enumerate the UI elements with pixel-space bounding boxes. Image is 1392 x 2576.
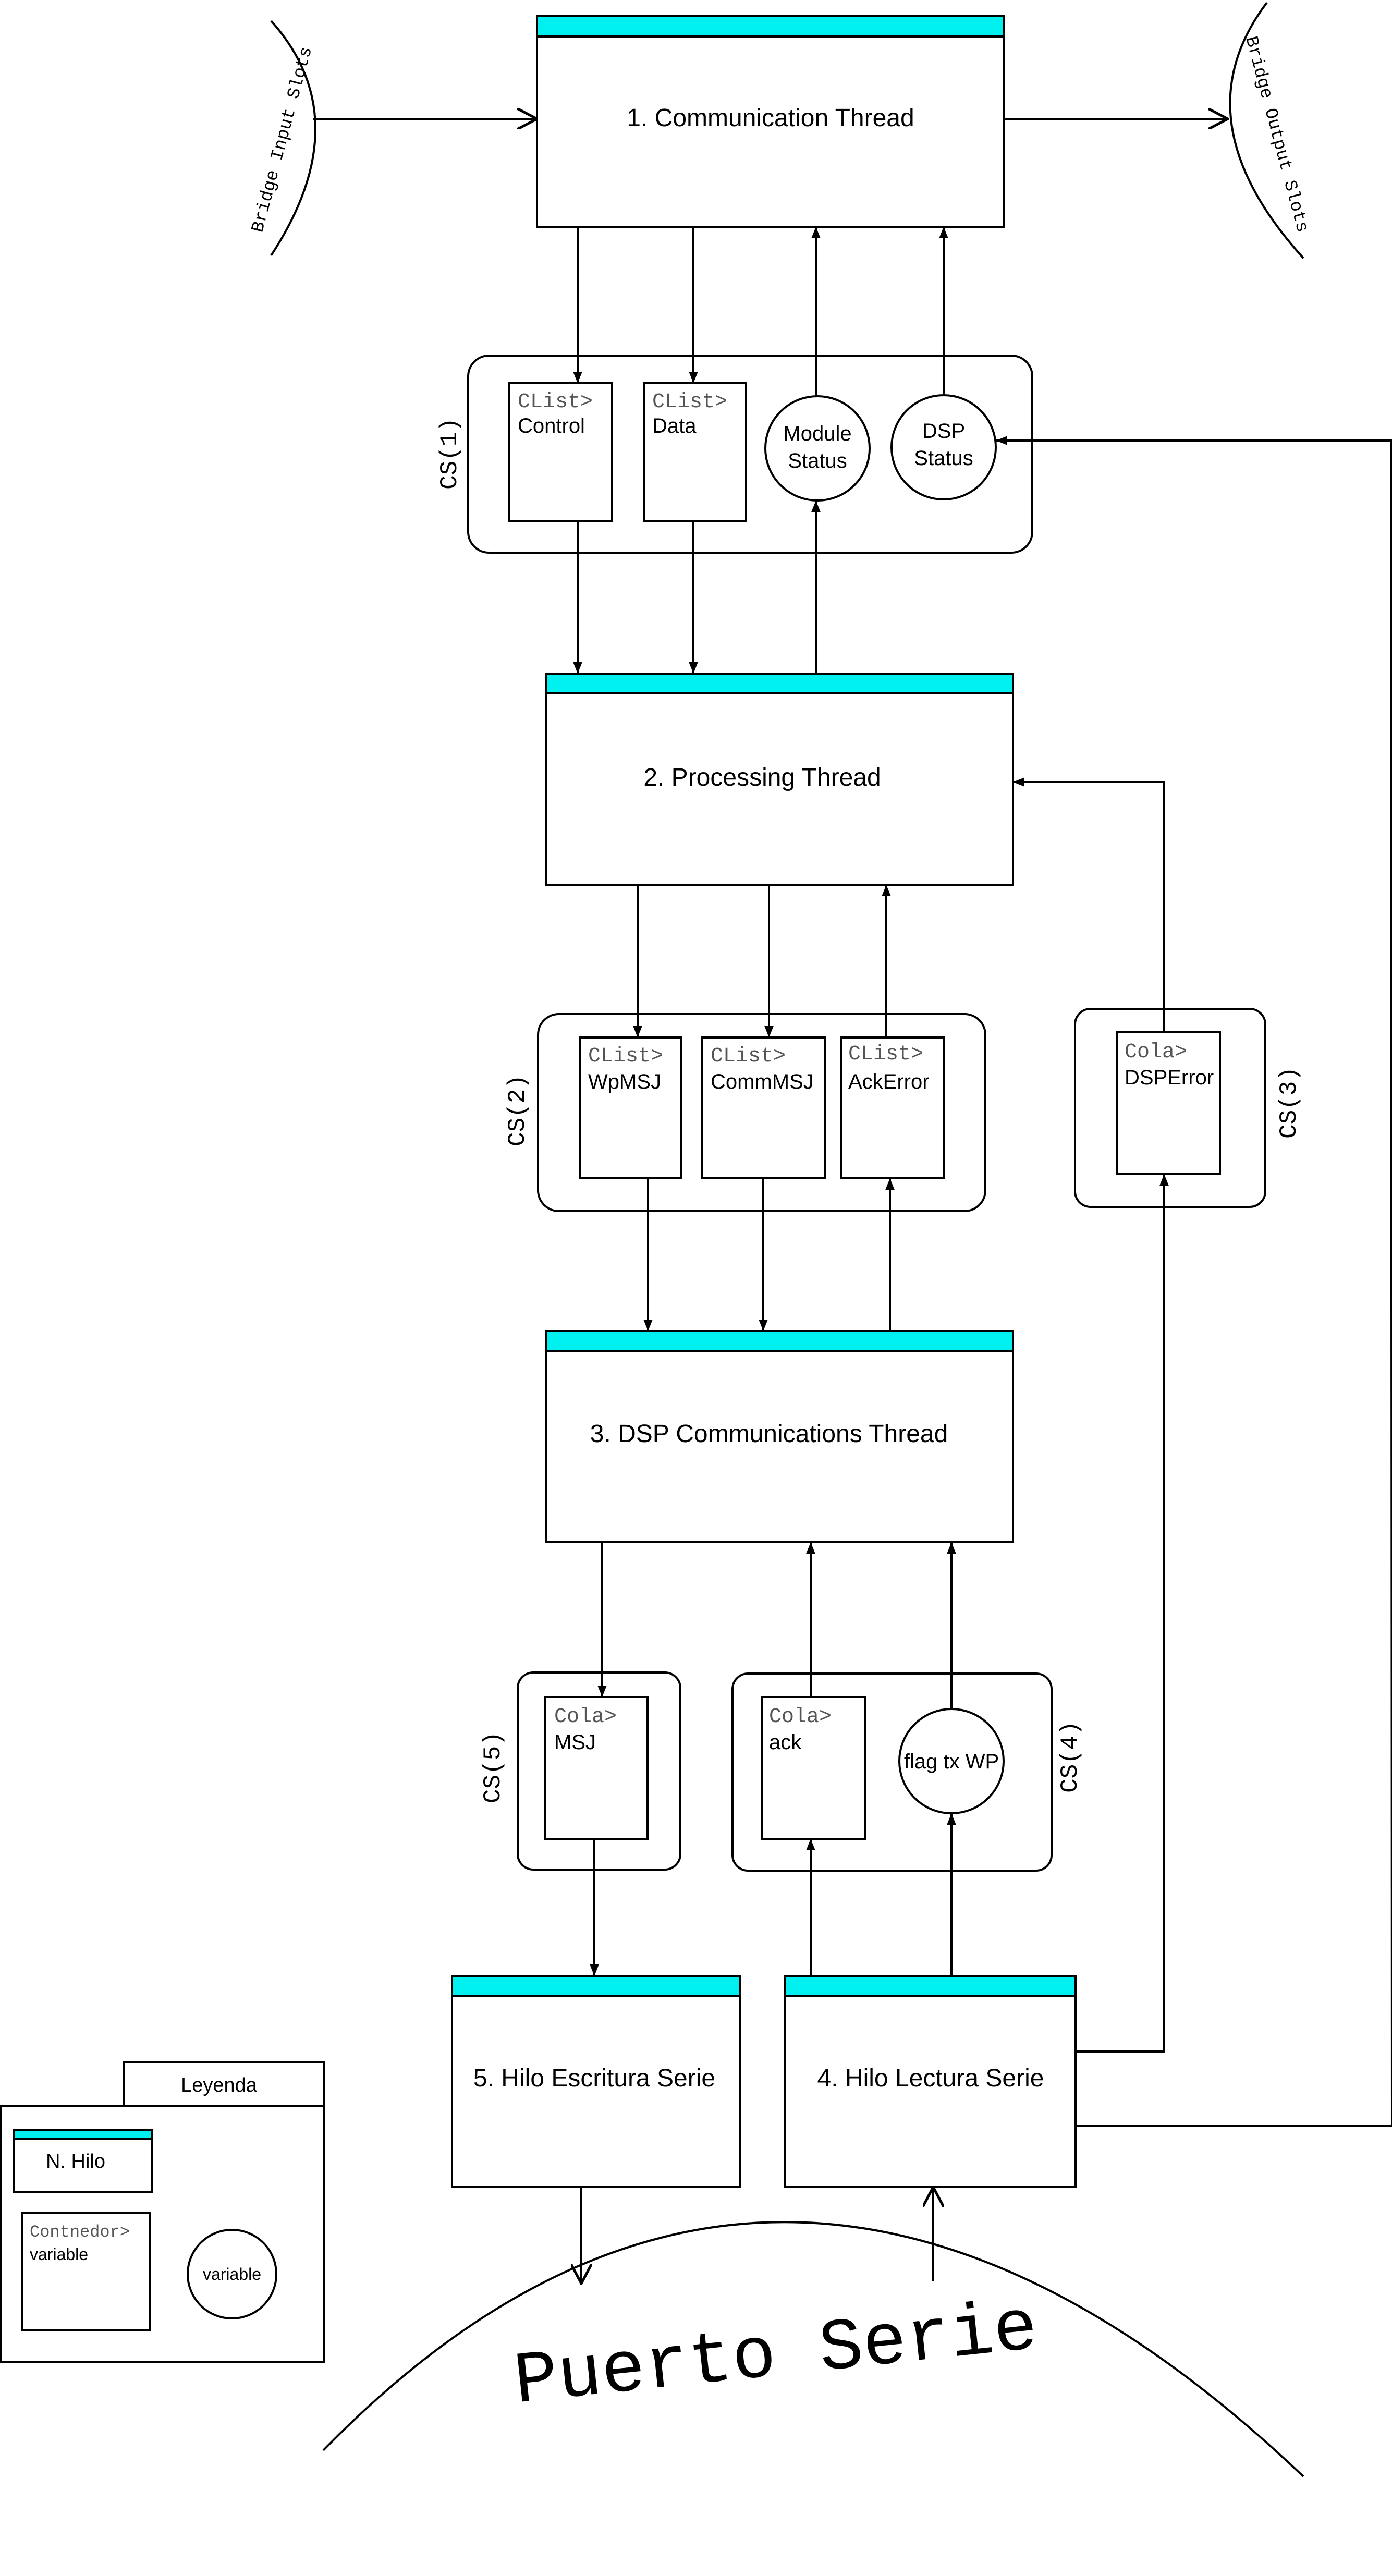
svg-text:Contnedor>: Contnedor>	[30, 2223, 130, 2242]
cs-label: CS(1)	[436, 418, 463, 490]
bridge-input-slots-label: Bridge Input Slots	[248, 45, 317, 235]
thread-title: 2. Processing Thread	[643, 764, 881, 791]
thread-title: 4. Hilo Lectura Serie	[817, 2065, 1044, 2092]
legend-variable: variable	[187, 2229, 277, 2319]
critical-section-5: CS(5) Cola> MSJ	[480, 1671, 681, 1871]
bridge-input-slots-arc	[270, 20, 316, 257]
svg-text:CList>: CList>	[652, 390, 727, 414]
legend-container: Contnedor> variable	[21, 2212, 151, 2331]
container-msj: Cola> MSJ	[544, 1696, 649, 1840]
thread-hilo-lectura-serie: 4. Hilo Lectura Serie	[784, 1975, 1077, 2188]
svg-text:MSJ: MSJ	[554, 1731, 596, 1754]
container-data: CList> Data	[643, 382, 747, 522]
svg-text:Module: Module	[783, 422, 851, 445]
container-commmsj: CList> CommMSJ	[701, 1036, 826, 1179]
arrow-t4-to-dsp-status	[996, 436, 1392, 2127]
serial-port-arc	[322, 2221, 1304, 2477]
critical-section-4: CS(4) Cola> ack flag tx WP	[731, 1672, 1084, 1872]
svg-text:Cola>: Cola>	[1125, 1041, 1187, 1064]
variable-flag-tx-wp: flag tx WP	[898, 1708, 1005, 1814]
svg-text:variable: variable	[30, 2245, 88, 2264]
variable-module-status: Module Status	[764, 395, 871, 502]
container-dsperror: Cola> DSPError	[1116, 1031, 1221, 1175]
bridge-output-slots-label: Bridge Output Slots	[1240, 34, 1312, 235]
cs-label: CS(4)	[1057, 1721, 1084, 1793]
arrow-t4-to-dsperror	[1076, 1174, 1169, 2053]
thread-bar	[547, 1332, 1012, 1351]
thread-title: 5. Hilo Escritura Serie	[473, 2065, 715, 2092]
critical-section-1: CS(1) CList> Control CList> Data Module …	[436, 355, 1033, 554]
variable-dsp-status: DSP Status	[890, 394, 997, 500]
svg-text:Data: Data	[652, 414, 697, 437]
svg-text:DSPError: DSPError	[1125, 1066, 1214, 1089]
arrow-dsperror-to-t2	[1013, 777, 1165, 1032]
thread-bar	[786, 1977, 1074, 1996]
svg-text:Cola>: Cola>	[769, 1705, 832, 1729]
thread-processing: 2. Processing Thread	[545, 673, 1014, 886]
serial-port-label: Puerto Serie	[510, 2287, 1042, 2425]
svg-text:AckError: AckError	[848, 1070, 930, 1093]
svg-text:N. Hilo: N. Hilo	[46, 2151, 105, 2172]
svg-text:CList>: CList>	[518, 390, 593, 414]
critical-section-2: CS(2) CList> WpMSJ CList> CommMSJ CList>…	[504, 1013, 986, 1212]
svg-text:ack: ack	[769, 1731, 802, 1754]
legend-thread: N. Hilo	[13, 2129, 153, 2193]
cs-label: CS(3)	[1276, 1067, 1303, 1139]
thread-title: 1. Communication Thread	[627, 104, 914, 132]
thread-title: 3. DSP Communications Thread	[590, 1420, 948, 1448]
cs-label: CS(2)	[504, 1075, 531, 1146]
svg-text:Control: Control	[518, 414, 585, 437]
thread-dsp-communications: 3. DSP Communications Thread	[545, 1330, 1014, 1543]
thread-bar	[538, 17, 1003, 36]
critical-section-3: CS(3) Cola> DSPError	[1074, 1008, 1303, 1208]
legend-title: Leyenda	[181, 2074, 258, 2096]
container-wpmsj: CList> WpMSJ	[579, 1036, 682, 1179]
svg-text:WpMSJ: WpMSJ	[588, 1070, 661, 1093]
svg-text:CList>: CList>	[848, 1043, 923, 1066]
svg-text:variable: variable	[203, 2265, 261, 2284]
svg-text:Cola>: Cola>	[554, 1705, 617, 1729]
bridge-output-slots-arc	[1229, 2, 1304, 259]
svg-text:CList>: CList>	[711, 1045, 786, 1068]
thread-hilo-escritura-serie: 5. Hilo Escritura Serie	[451, 1975, 741, 2188]
thread-bar	[453, 1977, 739, 1996]
svg-text:CommMSJ: CommMSJ	[711, 1070, 814, 1093]
thread-bar	[547, 675, 1012, 693]
container-ackerror: CList> AckError	[840, 1036, 945, 1179]
container-ack: Cola> ack	[761, 1696, 866, 1840]
svg-text:DSP: DSP	[922, 420, 965, 443]
container-control: CList> Control	[508, 382, 613, 522]
legend: Leyenda N. Hilo Contnedor> variable vari…	[0, 2061, 325, 2363]
svg-text:Status: Status	[788, 449, 847, 472]
svg-text:flag tx WP: flag tx WP	[904, 1750, 999, 1773]
thread-communication: 1. Communication Thread	[536, 15, 1005, 228]
svg-text:CList>: CList>	[588, 1045, 663, 1068]
svg-text:Status: Status	[914, 447, 973, 470]
cs-label: CS(5)	[480, 1731, 507, 1803]
